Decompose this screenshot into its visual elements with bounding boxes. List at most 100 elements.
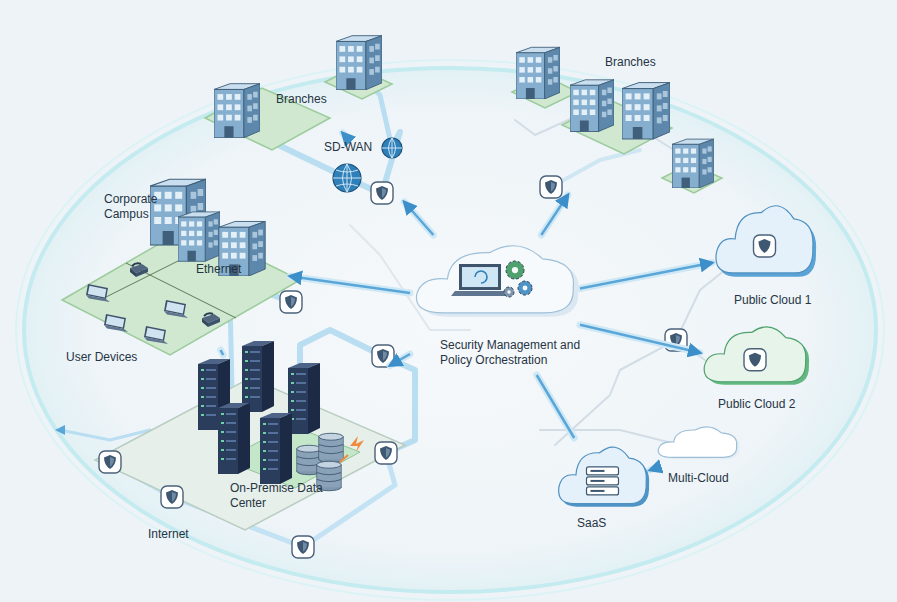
laptop-display xyxy=(462,267,498,287)
network-link xyxy=(650,468,655,470)
data-center-illustration-part xyxy=(260,413,292,484)
cloud-outline xyxy=(559,447,647,504)
node-label: Branches xyxy=(605,55,685,70)
data-center-illustration-part xyxy=(218,403,250,474)
zone-label: Internet xyxy=(148,527,228,542)
gear-symbol xyxy=(506,261,524,279)
server-slot xyxy=(591,480,605,482)
left-branch-illustration-part xyxy=(214,84,260,138)
campus-illustration-part xyxy=(86,284,110,302)
security-shields-part xyxy=(292,536,314,558)
decor-pipes-part xyxy=(551,150,640,187)
connector-glow xyxy=(343,133,349,140)
network-link xyxy=(390,354,410,366)
decor-pipes-part xyxy=(540,430,680,445)
network-ring xyxy=(24,68,876,592)
security-shields-part xyxy=(540,176,562,198)
server-slot xyxy=(591,490,605,492)
connector-glow xyxy=(580,325,700,353)
network-link xyxy=(404,202,433,235)
right-branch-illustration-part xyxy=(516,47,560,99)
gear-hub xyxy=(512,267,518,273)
security-shields-part xyxy=(375,442,397,464)
branch-group: Branches xyxy=(200,28,390,133)
public-cloud: Public Cloud 2 xyxy=(700,318,810,413)
server-unit xyxy=(587,477,619,485)
node-label: SaaS xyxy=(577,516,637,531)
right-branch-illustration xyxy=(512,47,722,193)
gear-hub xyxy=(523,286,528,291)
campus-illustration-part xyxy=(202,313,220,327)
campus-illustration xyxy=(62,179,300,355)
security-shields-part xyxy=(161,486,183,508)
cloud-icon xyxy=(555,438,650,512)
data-center-illustration-part xyxy=(319,433,343,462)
node-label: SD-WAN xyxy=(324,140,394,155)
network-link xyxy=(580,263,712,289)
data-center-illustration xyxy=(95,341,405,530)
cloud-icon xyxy=(655,422,740,462)
sd-wan-globes-part xyxy=(382,138,402,158)
laptop-base xyxy=(451,291,509,296)
connector-glow xyxy=(390,354,410,366)
connector-glow xyxy=(650,468,655,470)
gear-hub xyxy=(507,290,511,294)
connector-glow xyxy=(221,350,224,355)
node-label: Public Cloud 1 xyxy=(734,293,834,308)
security-shields-part xyxy=(280,291,302,313)
node-label: Corporate Campus xyxy=(104,192,166,222)
left-branch-illustration xyxy=(205,36,392,150)
server-unit xyxy=(587,467,619,475)
node-label: Security Management and Policy Orchestra… xyxy=(440,338,585,368)
campus-illustration-part xyxy=(104,314,128,332)
node-label: Public Cloud 2 xyxy=(718,397,818,412)
server-unit xyxy=(587,487,619,495)
right-branch-illustration-part xyxy=(622,83,670,139)
management-cloud: Security Management and Policy Orchestra… xyxy=(410,235,580,375)
cloud-outline xyxy=(704,327,806,382)
node-label: User Devices xyxy=(66,350,166,365)
sd-wan-node: SD-WAN xyxy=(322,140,432,202)
connector-glow xyxy=(404,202,433,235)
network-link xyxy=(221,350,224,355)
gear-symbol xyxy=(504,287,514,297)
security-shields xyxy=(99,176,687,558)
node-label: Branches xyxy=(276,92,356,107)
campus-platform: Corporate CampusEthernetUser Devices xyxy=(60,170,290,350)
cloud-outline xyxy=(658,427,737,458)
cloud-icon xyxy=(700,318,810,390)
network-link xyxy=(580,325,700,353)
security-shields-part xyxy=(99,451,121,473)
data-center-illustration-part xyxy=(350,436,364,452)
network-link xyxy=(290,276,410,293)
right-branch-illustration-part xyxy=(672,139,714,188)
shield-symbol xyxy=(749,353,761,367)
campus-illustration-part xyxy=(144,326,168,344)
multi-cloud: Multi-Cloud xyxy=(655,422,740,487)
cloud-icon xyxy=(712,195,817,283)
laptop-screen xyxy=(459,264,501,290)
saas-cloud: SaaS xyxy=(555,438,650,533)
node-label: On-Premise Data Center xyxy=(230,481,330,511)
data-center-illustration-part xyxy=(242,341,274,412)
decor-pipes xyxy=(55,80,725,547)
security-shields-part xyxy=(371,182,393,204)
connector-glow xyxy=(290,276,410,293)
public-cloud: Public Cloud 1 xyxy=(712,195,817,310)
sd-wan-globes-part xyxy=(333,164,361,192)
right-branch-illustration-part xyxy=(570,80,614,132)
connector-glow xyxy=(541,195,567,235)
campus-illustration-part xyxy=(164,300,188,318)
data-center-platform: On-Premise Data Center xyxy=(140,355,390,520)
cloud-shape xyxy=(655,422,740,462)
cloud-outline xyxy=(716,206,813,273)
network-link xyxy=(541,195,567,235)
branch-group: Branches xyxy=(505,45,730,195)
data-center-illustration-part xyxy=(340,455,348,462)
shield-frame xyxy=(754,235,776,257)
network-link xyxy=(537,375,575,438)
data-center-illustration-part xyxy=(288,363,320,434)
security-shields-part xyxy=(372,345,394,367)
connector-glow xyxy=(580,263,712,289)
